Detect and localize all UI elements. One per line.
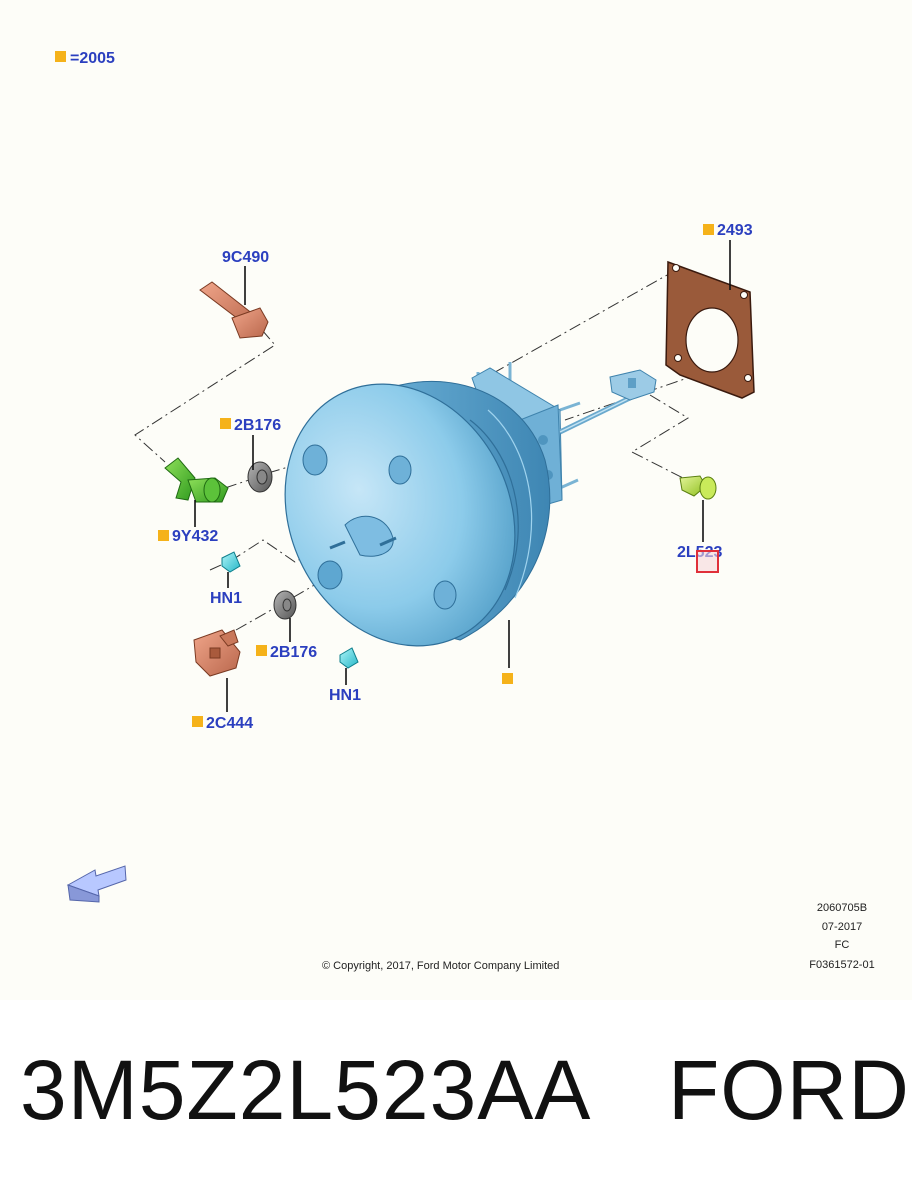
- callout-marker: [256, 645, 267, 656]
- callout-2L523: 2L523: [677, 544, 722, 573]
- callout-booster: [502, 673, 513, 684]
- brand-name: FORD: [668, 1043, 910, 1137]
- legend-marker: [55, 51, 66, 62]
- brake-booster-exploded-diagram: =2005: [55, 50, 875, 972]
- part-number-banner: [0, 1000, 912, 1200]
- callout-label: 2B176: [234, 417, 281, 434]
- callout-2B176-top: 2B176: [220, 417, 281, 434]
- legend: =2005: [55, 50, 115, 67]
- callout-9C490: 9C490: [222, 249, 269, 266]
- region-code: FC: [835, 939, 850, 951]
- vacuum-hose-fitting-9Y432: [164, 457, 229, 503]
- nut-HN1-left: [221, 551, 241, 573]
- callout-label: 2493: [717, 222, 753, 239]
- callout-marker: [158, 530, 169, 541]
- callout-2493: 2493: [703, 222, 753, 239]
- reference-code: 2060705B: [817, 902, 867, 914]
- push-rod: [558, 369, 657, 435]
- callout-label: HN1: [329, 687, 361, 704]
- part-number: 3M5Z2L523AA: [20, 1043, 592, 1137]
- callout-2B176-bottom: 2B176: [256, 644, 317, 661]
- callout-label: 9Y432: [172, 528, 218, 545]
- sensor-2C444: [193, 629, 241, 677]
- copyright-text: © Copyright, 2017, Ford Motor Company Li…: [322, 960, 559, 972]
- nut-HN1-bottom: [339, 647, 359, 669]
- legend-text: =2005: [70, 50, 115, 67]
- callout-marker: [703, 224, 714, 235]
- callout-marker: [192, 716, 203, 727]
- grommet-2B176-top: [247, 461, 273, 493]
- front-direction-arrow-icon: [66, 865, 127, 903]
- callout-2C444: 2C444: [192, 715, 253, 732]
- grommet-2B176-bottom: [273, 590, 297, 620]
- gasket-2493: [665, 260, 755, 399]
- callout-label: 9C490: [222, 249, 269, 266]
- pin-2L523: [679, 475, 717, 500]
- diagram-panel: =2005: [55, 50, 875, 972]
- highlight-box: [696, 550, 719, 573]
- brake-booster: [284, 362, 657, 647]
- bolt-9C490: [199, 281, 269, 339]
- callout-label: 2C444: [206, 715, 253, 732]
- revision-date: 07-2017: [822, 921, 862, 933]
- callout-HN1-left: HN1: [210, 590, 242, 607]
- callout-marker: [220, 418, 231, 429]
- callout-HN1-bottom: HN1: [329, 687, 361, 704]
- callout-marker: [502, 673, 513, 684]
- callout-label: HN1: [210, 590, 242, 607]
- callout-label: 2B176: [270, 644, 317, 661]
- callout-9Y432: 9Y432: [158, 528, 218, 545]
- leader-lines: [194, 240, 731, 712]
- figure-id: F0361572-01: [809, 959, 874, 971]
